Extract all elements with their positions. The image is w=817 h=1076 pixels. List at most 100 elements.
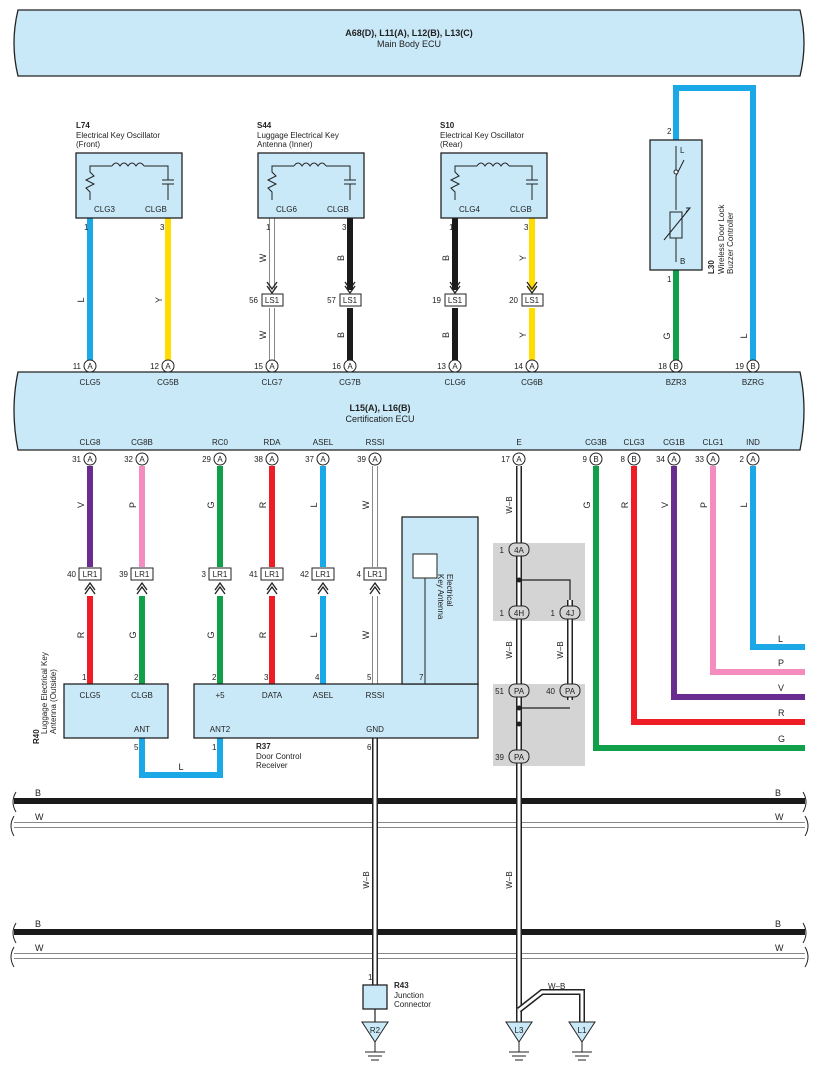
wire-label: R: [258, 501, 268, 508]
ground-l3: L3: [505, 1021, 533, 1061]
pin-number: 13: [437, 362, 446, 371]
pin-number: 17: [501, 455, 510, 464]
upper-wires: [87, 85, 756, 364]
pin-name: CG3B: [585, 438, 607, 447]
pin-number: 38: [254, 455, 263, 464]
r37-pin: ASEL: [313, 691, 334, 700]
pin-circle: [316, 452, 330, 466]
ls1-connectors: LS1 56 LS1 57 LS1 19 LS1 20: [249, 281, 544, 307]
pin-number: 32: [124, 455, 133, 464]
ground-label: R2: [370, 1026, 381, 1035]
ls1-connector: LS1 56: [249, 281, 284, 307]
wire-label: G: [582, 501, 592, 508]
pin-circle: [368, 452, 382, 466]
connector-box: [78, 567, 102, 581]
junction-label: 4J: [566, 609, 574, 618]
wire-label: L: [739, 333, 749, 338]
connector-box: [260, 567, 284, 581]
wire-label: W: [361, 500, 371, 509]
junction-label: PA: [514, 753, 525, 762]
l30-num-bottom: 1: [667, 275, 672, 284]
l30-buzzer-controller: L B 2 1 L30 Wireless Door Lock Buzzer Co…: [649, 127, 735, 284]
connector-chevron: [214, 581, 226, 595]
ls1-connector: LS1 20: [509, 281, 544, 307]
junction-label: PA: [565, 687, 576, 696]
l30-num-top: 2: [667, 127, 672, 136]
pin-circle: [669, 359, 683, 373]
connector-box: [208, 567, 232, 581]
l30-pin-top: L: [680, 146, 685, 155]
r37-name: Door Control: [256, 752, 302, 761]
pin-name: CLG8: [80, 438, 101, 447]
pin-name: CLG6: [445, 378, 466, 387]
upper-ecu-pins: A11CLG5A12CG5BA15CLG7A16CG7BA13CLG6A14CG…: [73, 359, 764, 387]
connector-chevron: [84, 581, 96, 595]
pin-number: 11: [73, 362, 82, 371]
pin-connector: A: [87, 455, 93, 464]
r37-name2: Receiver: [256, 761, 288, 770]
r37-num: 3: [264, 673, 269, 682]
wire-label-ant: L: [178, 762, 183, 772]
r40-pin1: CLG5: [80, 691, 101, 700]
ls1-label: LS1: [343, 296, 358, 305]
r37-antenna-label2: Key Antenna: [436, 574, 445, 620]
s10-pin-a: CLG4: [459, 205, 480, 214]
wire-label: P: [699, 502, 709, 508]
ground-label: L3: [515, 1026, 524, 1035]
wire-label: G: [662, 332, 672, 339]
r40-code: R40: [32, 729, 41, 744]
wire-label: W: [258, 330, 268, 339]
s44-num-b: 3: [342, 223, 347, 232]
pin-name: CLG5: [80, 378, 101, 387]
r37-num-7: 7: [419, 673, 424, 682]
lr1-connector: LR1 41: [249, 567, 284, 595]
junction-pa-39: PA 39: [495, 749, 530, 764]
pin-name: BZR3: [666, 378, 687, 387]
pin-number: 29: [202, 455, 211, 464]
bus-label: G: [778, 734, 785, 744]
r37-code: R37: [256, 742, 271, 751]
ls1-pin: 20: [509, 296, 518, 305]
pin-name: CG8B: [131, 438, 153, 447]
r43-num: 1: [368, 973, 373, 982]
pin-connector: A: [320, 455, 326, 464]
wire-label: B: [441, 332, 451, 338]
lr1-label: LR1: [265, 570, 280, 579]
main-body-ecu: A68(D), L11(A), L12(B), L13(C) Main Body…: [13, 9, 805, 77]
lr1-pin: 41: [249, 570, 258, 579]
bus-label-w: W: [35, 943, 44, 953]
upper-wire-labels: L Y W B B Y G L W B B Y: [76, 253, 749, 339]
bus-label-b: B: [775, 788, 781, 798]
lr1-pin: 40: [67, 570, 76, 579]
pin-circle: [448, 359, 462, 373]
s44-code: S44: [257, 121, 272, 130]
certification-ecu: L15(A), L16(B) Certification ECU: [13, 371, 805, 451]
junction-4j: 4J 1: [551, 605, 581, 620]
r40-num2: 2: [134, 673, 139, 682]
bus-label: R: [778, 708, 785, 718]
pin-circle: [135, 452, 149, 466]
pin-connector: B: [631, 455, 636, 464]
ls1-connector: LS1 19: [432, 281, 467, 307]
pin-circle: [627, 452, 641, 466]
r37-pin: RSSI: [366, 691, 385, 700]
pin-connector: B: [750, 362, 755, 371]
pin-number: 39: [357, 455, 366, 464]
junction-label: PA: [514, 687, 525, 696]
pin-number: 16: [332, 362, 341, 371]
pin-number: 9: [583, 455, 588, 464]
bus-label: V: [778, 683, 784, 693]
pin-number: 37: [305, 455, 314, 464]
pin-circle: [512, 452, 526, 466]
s10-code: S10: [440, 121, 455, 130]
r40-name: Luggage Electrical Key: [40, 652, 49, 734]
